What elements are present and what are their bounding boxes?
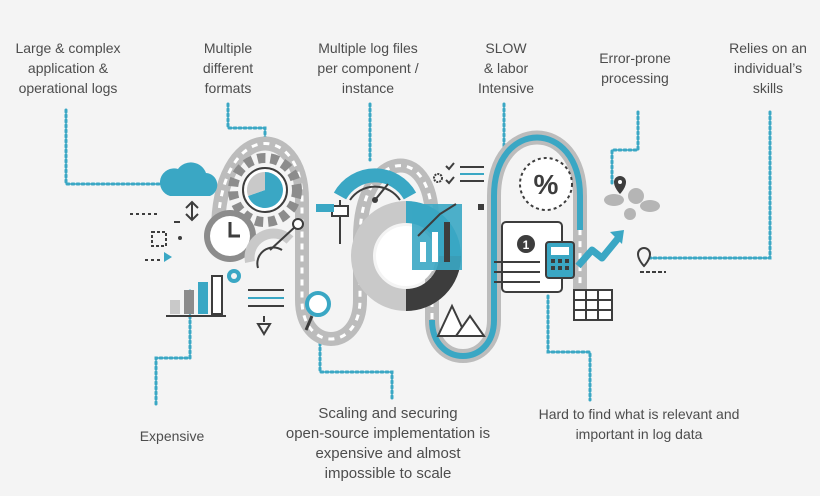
connector-large-complex — [64, 108, 180, 186]
small-dot-icon — [178, 236, 182, 240]
mountain-icon — [436, 303, 486, 337]
lamp-icon — [256, 316, 272, 336]
vertical-slider-icon — [316, 200, 349, 244]
dotted-dash-lines — [130, 213, 160, 261]
label-multiple-formats: Multiple different formats — [202, 40, 254, 96]
label-hard-to-find: Hard to find what is relevant and import… — [538, 406, 740, 442]
label-expensive: Expensive — [139, 428, 205, 444]
table-icon — [573, 289, 613, 321]
checklist-icon — [445, 162, 484, 185]
play-triangle-icon — [164, 252, 172, 262]
world-map-icon — [604, 188, 660, 220]
pie-chart-icon — [248, 172, 283, 208]
connector-lines — [64, 102, 772, 406]
magnifier-icon — [304, 291, 331, 331]
connector-hard-to-find — [546, 294, 592, 402]
small-square-icon — [478, 204, 484, 210]
connector-expensive — [154, 288, 192, 406]
half-gauge-icon — [244, 218, 304, 269]
label-slow-labor: SLOW & labor Intensive — [477, 40, 535, 96]
connector-error-prone — [610, 110, 640, 188]
connector-scaling — [318, 336, 394, 402]
connector-relies — [648, 110, 772, 260]
dashed-square-icon — [151, 231, 167, 247]
label-relies-on-skills: Relies on an individual’s skills — [729, 40, 807, 96]
small-gear-outline-icon — [433, 173, 443, 183]
trend-arrow-icon — [575, 230, 624, 269]
road-teal-section — [429, 134, 583, 359]
chart-panel-icon — [412, 203, 462, 270]
badge-number: 1 — [523, 238, 530, 252]
percent-symbol: % — [534, 169, 559, 200]
location-pin-icon — [614, 176, 626, 194]
list-lines-icon — [248, 289, 284, 307]
small-gear-icon — [227, 269, 241, 283]
label-large-complex-logs: Large & complex application & operationa… — [15, 40, 121, 96]
label-error-prone: Error-prone processing — [599, 50, 671, 86]
calculator-icon — [545, 241, 575, 279]
small-dash-lines — [174, 221, 666, 273]
cloud-icon — [159, 162, 218, 222]
serpentine-road — [211, 130, 587, 363]
location-pin-small-icon — [636, 247, 652, 268]
gauge-icon — [333, 168, 417, 203]
label-scaling: Scaling and securing open-source impleme… — [285, 405, 491, 482]
gear-icon — [228, 153, 302, 227]
label-multiple-log-files: Multiple log files per component / insta… — [317, 40, 419, 96]
road-center — [216, 136, 582, 358]
percent-icon: % — [519, 157, 573, 211]
clock-icon — [204, 210, 256, 262]
bar-chart-icon — [166, 275, 226, 317]
